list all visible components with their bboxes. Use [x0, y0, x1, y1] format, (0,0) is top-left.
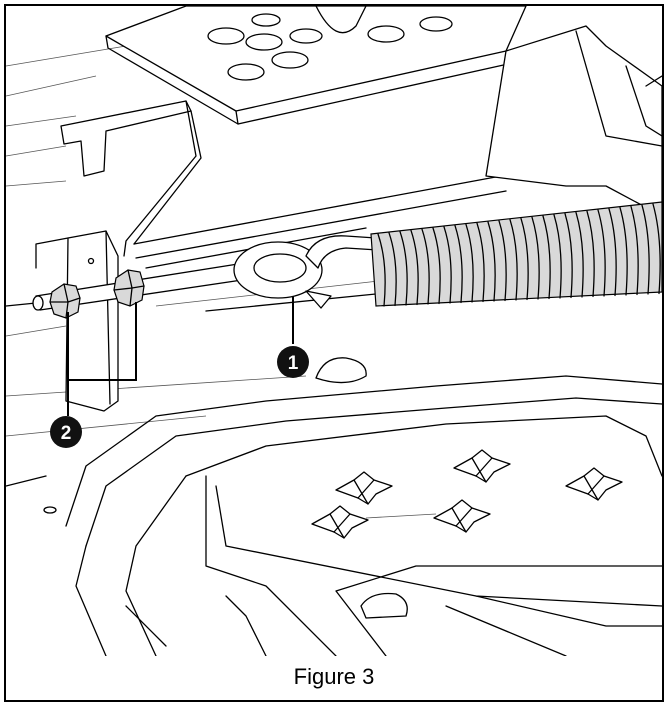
spring-coil: [487, 221, 496, 302]
background-lines: [6, 45, 307, 437]
plate-holes: [207, 13, 453, 81]
callout-2: 2: [50, 302, 137, 448]
figure-frame: 1 2 Figure 3: [4, 4, 664, 702]
callout-1-badge: [277, 346, 309, 378]
spring-coil: [619, 206, 628, 296]
spring-coil: [542, 215, 551, 300]
floor-bump: [315, 357, 367, 384]
tray-grips: [311, 449, 623, 539]
right-housing: [485, 25, 662, 217]
spring-coil: [465, 223, 474, 303]
spring-coil: [553, 214, 562, 299]
spring-coil: [377, 233, 386, 307]
spring-coil: [399, 230, 408, 306]
coil-spring: [370, 201, 662, 307]
spring-coil: [531, 216, 540, 300]
spring-coil: [454, 224, 463, 304]
callout-2-label: 2: [61, 423, 72, 444]
bracket: [60, 100, 202, 257]
spring-coil: [608, 208, 617, 297]
figure-caption: Figure 3: [293, 664, 375, 689]
spring-coil: [410, 229, 419, 306]
callout-1: 1: [277, 296, 309, 378]
spring-coil: [509, 218, 518, 301]
spring-coil: [498, 220, 507, 302]
hex-nut-outer: [49, 283, 81, 319]
spring-coil: [586, 210, 595, 298]
spring-coil: [476, 222, 485, 303]
spring-coil: [443, 226, 452, 304]
hex-nut-inner: [113, 269, 145, 307]
spring-eye-hook: [233, 235, 379, 309]
spring-coil: [652, 203, 661, 295]
spring-coil: [421, 228, 430, 305]
callout-1-label: 1: [288, 353, 299, 374]
spring-coil: [520, 217, 529, 301]
spring-coil: [575, 211, 584, 298]
spring-coil: [564, 212, 573, 299]
perforated-plate: [105, 6, 527, 125]
spring-coils: [377, 203, 661, 307]
spring-coil: [432, 227, 441, 305]
spring-coil: [630, 205, 639, 296]
spring-coil: [641, 204, 650, 295]
spring-coil: [388, 232, 397, 307]
mounting-plate: [35, 230, 119, 412]
technical-illustration: 1 2: [6, 6, 662, 656]
callout-2-badge: [50, 416, 82, 448]
lower-tray: [6, 375, 662, 656]
spring-coil: [597, 209, 606, 297]
